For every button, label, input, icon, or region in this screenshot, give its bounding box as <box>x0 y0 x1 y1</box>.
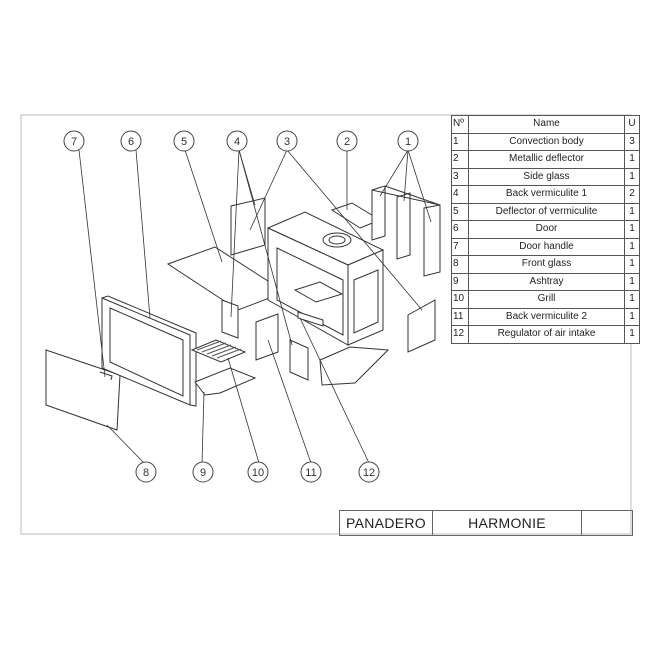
callout-label: 6 <box>128 136 134 148</box>
callout-3: 3 <box>276 130 298 152</box>
row-number: 1 <box>451 132 469 151</box>
part-deflector-vermiculite <box>166 246 287 311</box>
callout-12: 12 <box>358 461 380 483</box>
row-units: 1 <box>624 150 640 169</box>
part-vermiculite-small <box>289 339 309 381</box>
row-number: 7 <box>451 237 469 256</box>
leader-lines <box>78 149 432 464</box>
part-grill <box>190 339 247 363</box>
row-units: 1 <box>624 307 640 326</box>
title-block-model: HARMONIE <box>433 511 582 535</box>
row-name: Door handle <box>468 237 625 256</box>
row-number: 4 <box>451 185 469 204</box>
callout-label: 10 <box>252 467 264 479</box>
callout-2: 2 <box>336 130 358 152</box>
row-name: Regulator of air intake <box>468 325 625 344</box>
row-name: Convection body <box>468 132 625 151</box>
callout-4: 4 <box>226 130 248 152</box>
callout-label: 12 <box>363 467 375 479</box>
row-units: 1 <box>624 272 640 291</box>
row-number: 5 <box>451 202 469 221</box>
callout-balloons: 7 6 5 4 3 2 1 8 <box>63 130 419 483</box>
part-ashtray <box>194 367 257 396</box>
row-number: 2 <box>451 150 469 169</box>
row-units: 2 <box>624 185 640 204</box>
row-name: Metallic deflector <box>468 150 625 169</box>
row-number: 8 <box>451 255 469 274</box>
parts-table-header: Nº Name U <box>451 115 640 134</box>
row-units: 3 <box>624 132 640 151</box>
row-number: 11 <box>451 307 469 326</box>
row-number: 12 <box>451 325 469 344</box>
callout-label: 5 <box>181 136 187 148</box>
callout-label: 2 <box>344 136 350 148</box>
callout-8: 8 <box>135 461 157 483</box>
row-units: 1 <box>624 325 640 344</box>
row-name: Door <box>468 220 625 239</box>
row-name: Deflector of vermiculite <box>468 202 625 221</box>
part-stove-body <box>266 211 390 386</box>
callout-label: 3 <box>284 136 290 148</box>
row-name: Grill <box>468 290 625 309</box>
part-convection-1b <box>396 192 411 260</box>
header-name: Name <box>468 115 625 134</box>
row-number: 3 <box>451 167 469 186</box>
callout-label: 4 <box>234 136 240 148</box>
callout-label: 11 <box>305 467 316 479</box>
callout-label: 7 <box>71 136 77 148</box>
callout-11: 11 <box>300 461 322 483</box>
header-number: Nº <box>451 115 469 134</box>
title-block-empty-cell <box>582 511 632 535</box>
callout-6: 6 <box>120 130 142 152</box>
part-back-vermiculite-2 <box>255 313 279 361</box>
row-units: 1 <box>624 237 640 256</box>
part-back-vermiculite-1b <box>221 299 239 339</box>
row-number: 10 <box>451 290 469 309</box>
row-units: 1 <box>624 202 640 221</box>
callout-label: 8 <box>143 467 149 479</box>
callout-label: 1 <box>405 136 411 148</box>
title-block-brand: PANADERO <box>340 511 433 535</box>
title-block: PANADERO HARMONIE <box>339 510 633 536</box>
row-name: Side glass <box>468 167 625 186</box>
part-side-glass <box>407 299 436 353</box>
part-front-glass <box>45 349 121 431</box>
callout-10: 10 <box>247 461 269 483</box>
row-name: Ashtray <box>468 272 625 291</box>
row-number: 9 <box>451 272 469 291</box>
row-units: 1 <box>624 290 640 309</box>
row-number: 6 <box>451 220 469 239</box>
part-door <box>101 295 197 407</box>
callout-5: 5 <box>173 130 195 152</box>
row-name: Front glass <box>468 255 625 274</box>
callout-label: 9 <box>200 467 206 479</box>
callout-1: 1 <box>397 130 419 152</box>
part-convection-1a <box>371 185 386 241</box>
row-name: Back vermiculite 2 <box>468 307 625 326</box>
part-convection-1c <box>423 204 441 277</box>
callout-9: 9 <box>192 461 214 483</box>
row-units: 1 <box>624 220 640 239</box>
row-units: 1 <box>624 167 640 186</box>
header-units: U <box>624 115 640 134</box>
callout-7: 7 <box>63 130 85 152</box>
row-units: 1 <box>624 255 640 274</box>
row-name: Back vermiculite 1 <box>468 185 625 204</box>
